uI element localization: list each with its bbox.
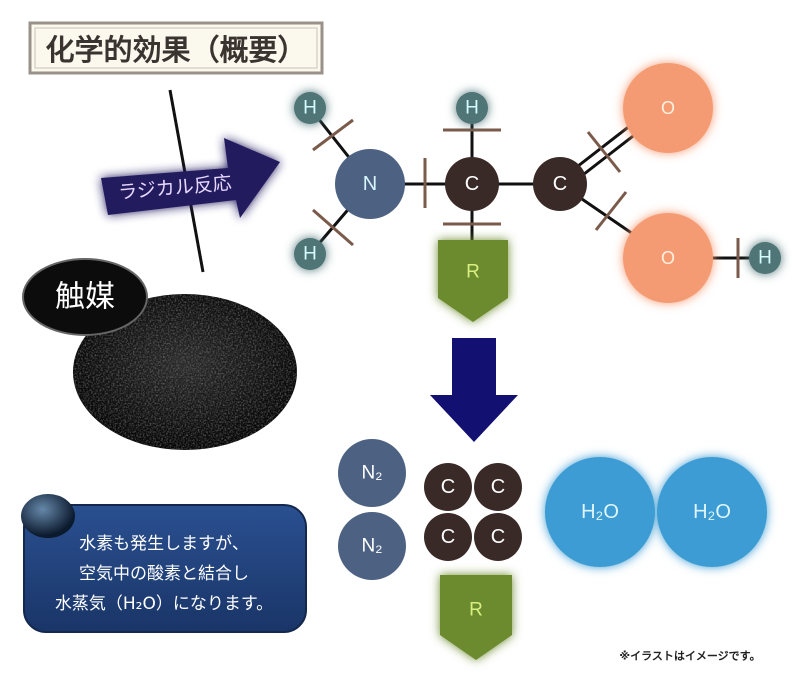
product-c [424, 463, 472, 511]
atom-label: H [465, 98, 479, 119]
atom-o-single [623, 213, 713, 303]
reaction-down-arrow [430, 338, 518, 442]
atom-h-left-top [294, 92, 326, 124]
atom-label: C [491, 526, 505, 548]
catalyst-image [73, 294, 297, 450]
radical-reaction-arrow [101, 138, 280, 218]
page-title: 化学的効果（概要） [45, 33, 306, 67]
product-n2 [338, 512, 406, 580]
product-n2 [338, 439, 406, 507]
atom-label: H₂O [693, 501, 731, 523]
catalyst-badge: 触媒 [22, 258, 148, 336]
atom-o-double [623, 63, 713, 153]
atom-label: H [303, 244, 317, 265]
atom-c-alpha [445, 157, 499, 211]
title-banner: 化学的効果（概要） [28, 21, 324, 75]
bond-cuts [312, 118, 740, 278]
atom-label: N₂ [361, 463, 382, 484]
atom-label: H [303, 98, 317, 119]
atom-label: N₂ [361, 536, 382, 557]
atom-label: C [491, 476, 505, 498]
atom-h-left-bottom [294, 238, 326, 270]
atom-label: O [661, 98, 675, 118]
atom-label: N [363, 173, 377, 195]
info-line: 水素も発生しますが、 [79, 534, 249, 554]
atom-label: H₂O [581, 501, 619, 523]
atom-h-top [456, 92, 488, 124]
atom-c-carboxyl [533, 157, 587, 211]
atom-n [335, 149, 405, 219]
atom-label: C [553, 173, 567, 195]
product-h2o [545, 457, 655, 567]
product-c [474, 513, 522, 561]
catalyst-label: 触媒 [55, 280, 115, 315]
product-r-group [440, 575, 512, 660]
info-line: 水蒸気（H₂O）になります。 [55, 594, 273, 614]
product-h2o [657, 457, 767, 567]
product-c [424, 513, 472, 561]
product-c [474, 463, 522, 511]
r-group-label: R [469, 600, 483, 621]
r-group [438, 240, 508, 322]
illustration-note: ※イラストはイメージです。 [619, 650, 760, 663]
atom-label: O [661, 248, 675, 268]
atom-label: C [441, 526, 455, 548]
atom-label: C [441, 476, 455, 498]
atom-label: H [758, 248, 772, 269]
water-drop-icon [21, 494, 75, 538]
info-box: 水素も発生しますが、 空気中の酸素と結合し 水蒸気（H₂O）になります。 [21, 494, 307, 633]
atom-label: C [465, 173, 479, 195]
info-line: 空気中の酸素と結合し [79, 564, 249, 584]
r-group-label: R [466, 262, 480, 283]
atom-h-right [749, 242, 781, 274]
